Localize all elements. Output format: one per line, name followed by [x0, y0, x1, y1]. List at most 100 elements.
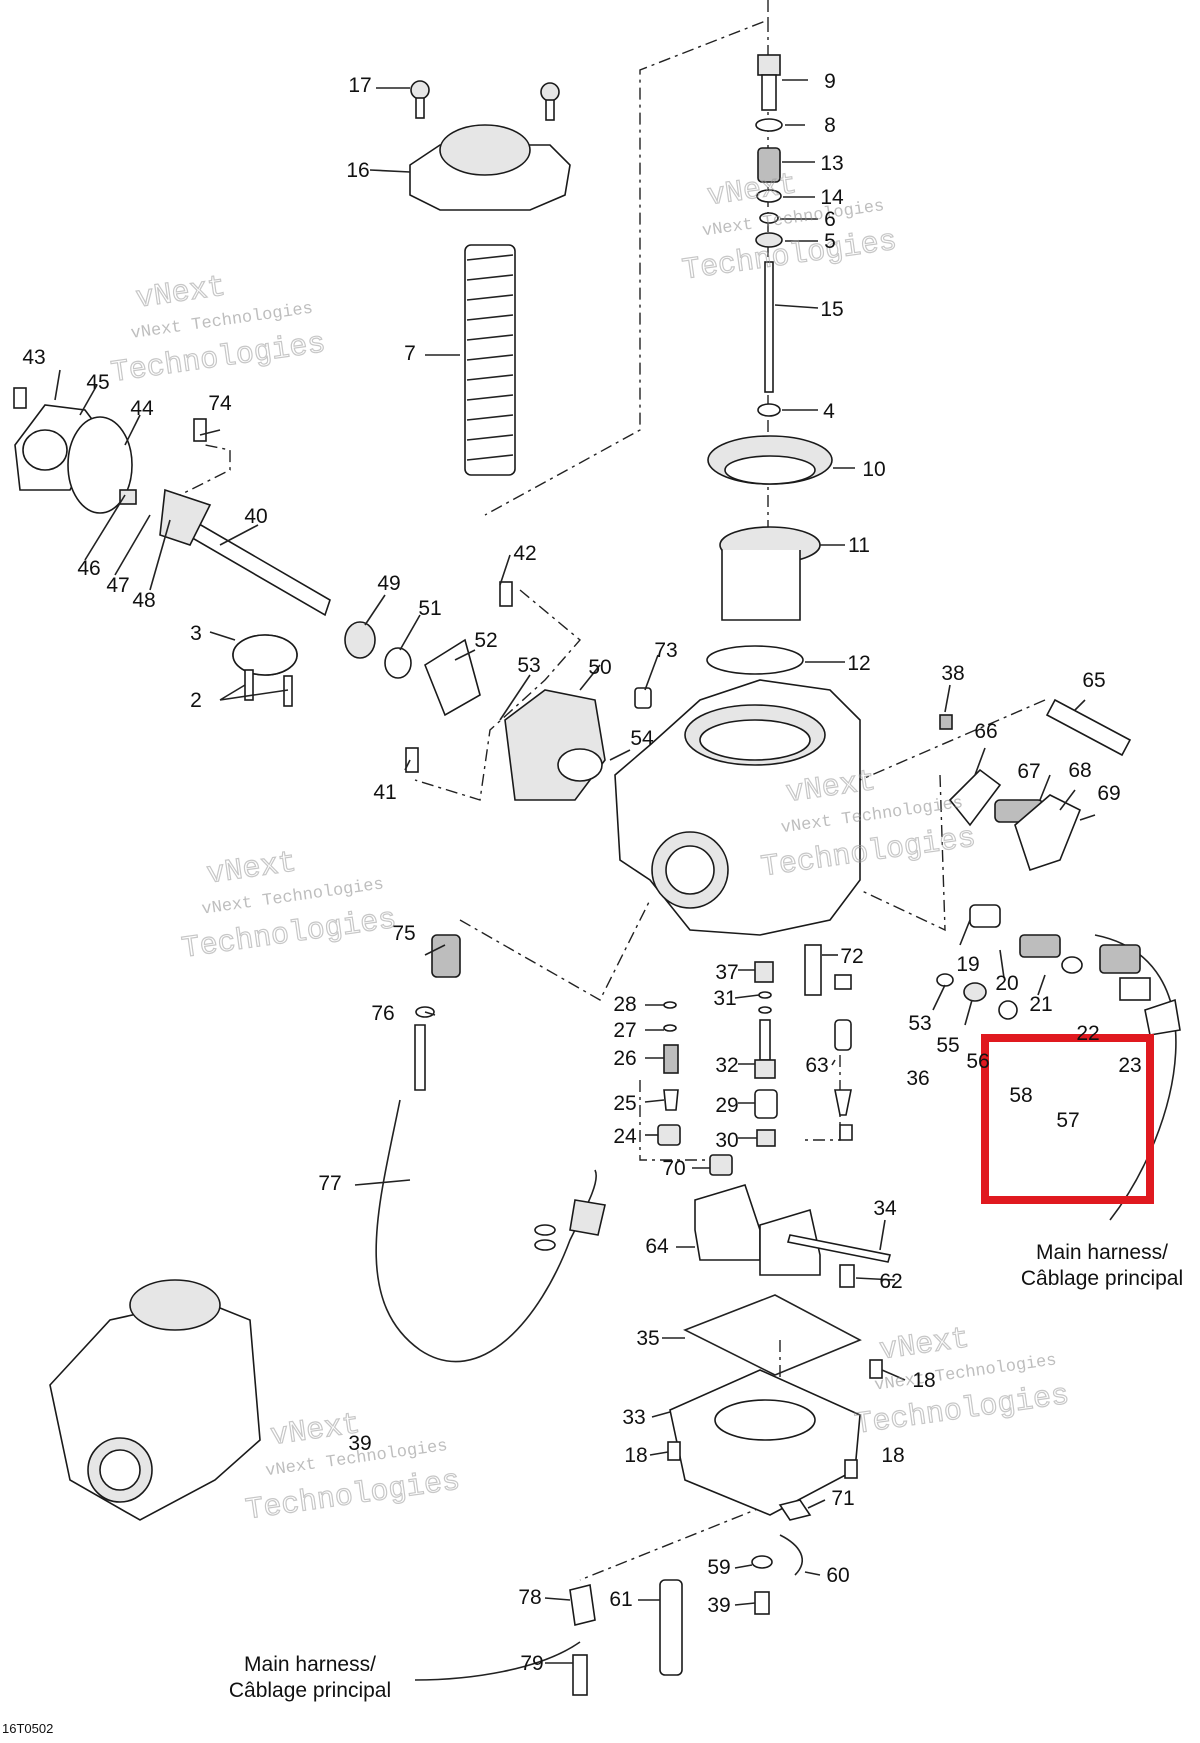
callout-62: 62 — [879, 1270, 902, 1293]
callout-56: 56 — [966, 1050, 989, 1073]
callout-2: 2 — [190, 689, 202, 712]
callout-79: 79 — [520, 1652, 543, 1675]
callout-12: 12 — [847, 652, 870, 675]
callout-77: 77 — [318, 1172, 341, 1195]
callout-6: 6 — [824, 208, 836, 231]
callout-64: 64 — [645, 1235, 669, 1258]
callout-32: 32 — [715, 1054, 738, 1077]
callout-47: 47 — [106, 574, 129, 597]
callout-19: 19 — [956, 953, 979, 976]
callout-46: 46 — [77, 557, 100, 580]
callout-63: 63 — [805, 1054, 828, 1077]
callout-13: 13 — [820, 152, 843, 175]
harness-label-fr: Câblage principal — [1021, 1267, 1183, 1290]
callout-53: 53 — [908, 1012, 931, 1035]
callout-27: 27 — [613, 1019, 636, 1042]
callout-45: 45 — [86, 371, 109, 394]
callout-78: 78 — [518, 1586, 541, 1609]
callout-31: 31 — [713, 987, 736, 1010]
svg-text:vNext: vNext — [705, 168, 799, 214]
callout-72: 72 — [840, 945, 863, 968]
figure-code: 16T0502 — [2, 1721, 53, 1736]
callout-55: 55 — [936, 1034, 959, 1057]
callout-43: 43 — [22, 346, 45, 369]
callout-17: 17 — [348, 74, 371, 97]
callout-22: 22 — [1076, 1022, 1099, 1045]
callout-21: 21 — [1029, 993, 1052, 1016]
callout-76: 76 — [371, 1002, 394, 1025]
callout-36: 36 — [906, 1067, 929, 1090]
callout-16: 16 — [346, 159, 369, 182]
callout-41: 41 — [373, 781, 396, 804]
callout-38: 38 — [941, 662, 964, 685]
callout-14: 14 — [820, 186, 844, 209]
callout-49: 49 — [377, 572, 400, 595]
callout-61: 61 — [609, 1588, 632, 1611]
inset-carburetor — [49, 1279, 261, 1521]
callout-18: 18 — [624, 1444, 647, 1467]
harness-label-fr: Câblage principal — [229, 1679, 391, 1702]
callout-50: 50 — [588, 656, 611, 679]
callout-35: 35 — [636, 1327, 659, 1350]
callout-68: 68 — [1068, 759, 1091, 782]
callout-37: 37 — [715, 961, 738, 984]
leader-lines — [54, 79, 1096, 1664]
callout-5: 5 — [824, 230, 836, 253]
callout-20: 20 — [995, 972, 1018, 995]
callout-9: 9 — [824, 70, 836, 93]
callout-23: 23 — [1118, 1054, 1141, 1077]
callout-4: 4 — [823, 400, 835, 423]
callout-28: 28 — [613, 993, 636, 1016]
harness-label-en: Main harness/ — [1036, 1241, 1168, 1264]
callout-74: 74 — [208, 392, 232, 415]
callout-11: 11 — [848, 534, 870, 557]
callout-25: 25 — [613, 1092, 636, 1115]
callout-3: 3 — [190, 622, 202, 645]
callout-57: 57 — [1056, 1109, 1079, 1132]
callout-60: 60 — [826, 1564, 849, 1587]
spring-7 — [464, 244, 516, 476]
callout-39: 39 — [707, 1594, 730, 1617]
callout-18: 18 — [912, 1369, 935, 1392]
callout-59: 59 — [707, 1556, 730, 1579]
callout-39: 39 — [348, 1432, 371, 1455]
callout-34: 34 — [873, 1197, 897, 1220]
callout-29: 29 — [715, 1094, 738, 1117]
callout-75: 75 — [392, 922, 415, 945]
callout-67: 67 — [1017, 760, 1040, 783]
callout-66: 66 — [974, 720, 997, 743]
callout-33: 33 — [622, 1406, 645, 1429]
callout-40: 40 — [244, 505, 267, 528]
callout-18: 18 — [881, 1444, 904, 1467]
callout-7: 7 — [404, 342, 416, 365]
carburetor-body — [614, 679, 861, 936]
callout-8: 8 — [824, 114, 836, 137]
callout-69: 69 — [1097, 782, 1120, 805]
harness-note-right: Main harness/ Câblage principal — [1021, 1241, 1183, 1290]
callout-26: 26 — [613, 1047, 636, 1070]
svg-text:vNext: vNext — [134, 271, 228, 317]
callout-65: 65 — [1082, 669, 1105, 692]
callout-52: 52 — [474, 629, 497, 652]
part-shapes — [13, 54, 1181, 1696]
callout-42: 42 — [513, 542, 536, 565]
callout-58: 58 — [1009, 1084, 1032, 1107]
harness-label-en: Main harness/ — [244, 1653, 376, 1676]
svg-text:vNext: vNext — [205, 846, 299, 892]
callout-10: 10 — [862, 458, 885, 481]
callout-24: 24 — [613, 1125, 637, 1148]
harness-note-bottom: Main harness/ Câblage principal — [229, 1653, 391, 1702]
callout-30: 30 — [715, 1129, 738, 1152]
callout-71: 71 — [831, 1487, 854, 1510]
highlight-box — [981, 1034, 1154, 1204]
callout-15: 15 — [820, 298, 843, 321]
callout-51: 51 — [418, 597, 441, 620]
callout-53: 53 — [517, 654, 540, 677]
callout-54: 54 — [630, 727, 654, 750]
callout-48: 48 — [132, 589, 155, 612]
callout-70: 70 — [662, 1157, 685, 1180]
svg-text:vNext: vNext — [878, 1322, 972, 1368]
